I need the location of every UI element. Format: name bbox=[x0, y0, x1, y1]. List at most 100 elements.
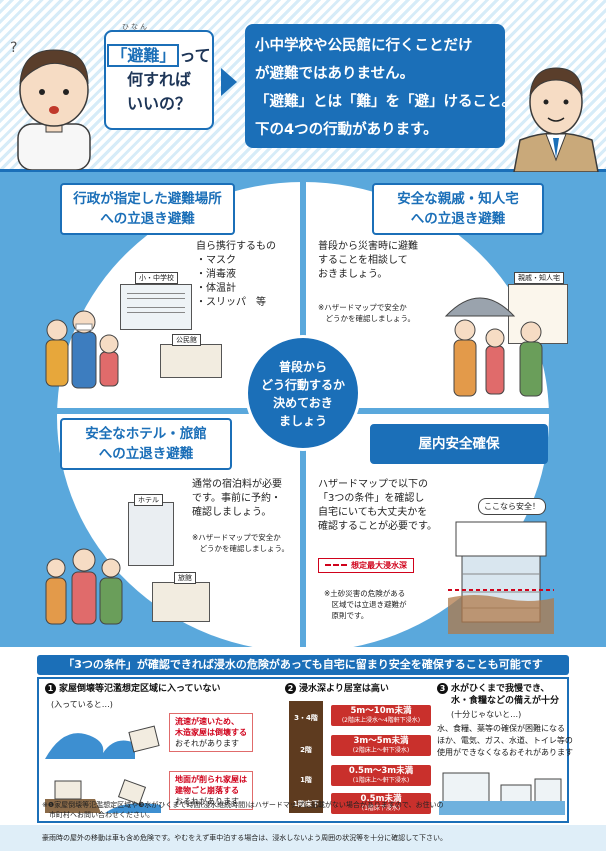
q2-text-line: 普段から災害時に避難 bbox=[318, 241, 418, 252]
max-flood-depth-legend: 想定最大浸水深 bbox=[318, 558, 414, 573]
q3-title-line: 安全なホテル・旅館 bbox=[85, 426, 207, 442]
q4-text-line: ハザードマップで以下の bbox=[318, 479, 428, 490]
q4-title-text: 屋内安全確保 bbox=[418, 436, 500, 452]
center-line: ましょう bbox=[278, 414, 327, 428]
depth-main: 0.5m未満 bbox=[360, 794, 402, 804]
q2-text: 普段から災害時に避難 することを相談して おきましょう。 bbox=[318, 240, 418, 282]
footer-bar: 豪雨時の屋外の移動は車も含め危険です。やむをえず車中泊する場合は、浸水しないよう… bbox=[0, 825, 606, 851]
center-line: 決めておき bbox=[273, 396, 333, 410]
q2-note: ※ハザードマップで安全か どうかを確認しましょう。 bbox=[318, 302, 415, 324]
q1-items: 自ら携行するもの ・マスク ・消毒液 ・体温計 ・スリッパ 等 bbox=[196, 240, 276, 310]
depth-sub: (1階床上〜軒下浸水) bbox=[352, 777, 410, 784]
wave-house-illustration bbox=[45, 725, 160, 759]
warning-line: おそれがあります bbox=[175, 797, 239, 806]
warning-line: 地面が削られ家屋は bbox=[175, 775, 247, 784]
q3-text-line: 確認しましょう。 bbox=[192, 507, 272, 518]
child-character-illustration: ? bbox=[10, 40, 91, 170]
floor-label: 1階床下 bbox=[293, 800, 319, 808]
condition1-sub: (入っていると…) bbox=[51, 700, 113, 709]
answer-box: 小中学校や公民館に行くことだけ が避難ではありません。 「避難」とは「難」を「避… bbox=[245, 24, 516, 148]
condition3-line: ほか、電気、ガス、水道、トイレ等の bbox=[437, 736, 573, 745]
q1-title-line: への立退き避難 bbox=[100, 211, 195, 227]
question-line2: 何すれば bbox=[126, 70, 191, 89]
q1-item: ・マスク bbox=[196, 255, 236, 266]
flooded-town-illustration bbox=[439, 772, 565, 815]
q4-note-line: 区域では立退き避難が bbox=[324, 600, 407, 609]
answer-line: 下の4つの行動があります。 bbox=[255, 122, 438, 138]
depth-main: 3m〜5m未満 bbox=[353, 736, 409, 746]
q2-title-line: への立退き避難 bbox=[410, 211, 506, 227]
q2-note-line: ※ハザードマップで安全か bbox=[318, 303, 407, 312]
q1-title: 行政が指定した避難場所 への立退き避難 bbox=[60, 183, 235, 235]
floor-label: 2階 bbox=[300, 746, 312, 754]
depth-sub: (2階床上浸水〜4階軒下浸水) bbox=[341, 717, 421, 724]
number-3-icon: 3 bbox=[437, 683, 448, 694]
q3-note-line: どうかを確認しましょう。 bbox=[192, 544, 290, 553]
q3-title: 安全なホテル・旅館 への立退き避難 bbox=[60, 418, 232, 470]
three-conditions-section: 「3つの条件」が確認できれば浸水の危険があっても自宅に留まり安全を確保することも… bbox=[0, 647, 606, 851]
legend-line-icon bbox=[325, 563, 347, 568]
condition3-line: 使用ができなくなるおそれがあります bbox=[437, 748, 573, 757]
q4-text-line: 「3つの条件」を確認し bbox=[318, 493, 425, 504]
label-hall: 公民館 bbox=[172, 334, 201, 346]
q2-title: 安全な親戚・知人宅 への立退き避難 bbox=[372, 183, 544, 235]
depth-main: 0.5m〜3m未満 bbox=[348, 766, 414, 776]
hotel-building-illustration bbox=[128, 502, 174, 566]
q1-item: ・スリッパ 等 bbox=[196, 297, 266, 308]
condition3-sub: (十分じゃないと…) bbox=[451, 710, 522, 719]
condition1-head-text: 家屋倒壊等氾濫想定区域に入っていない bbox=[59, 684, 221, 694]
depth-sub: (1階床下浸水) bbox=[361, 805, 401, 812]
depth-band: 5m〜10m未満 (2階床上浸水〜4階軒下浸水) bbox=[331, 705, 431, 726]
condition3-head-text: 水がひくまで我慢でき、 bbox=[451, 684, 550, 694]
q4-text-line: 確認することが必要です。 bbox=[318, 521, 437, 532]
q3-title-line: への立退き避難 bbox=[98, 446, 194, 462]
answer-line: 小中学校や公民館に行くことだけ bbox=[255, 38, 473, 54]
condition2-head-text: 浸水深より居室は高い bbox=[299, 684, 389, 694]
question-bubble: 「避難」って 何すれば いいの？ bbox=[104, 30, 214, 130]
q1-item: ・体温計 bbox=[196, 283, 236, 294]
footnote-line: 市町村へお問い合わせください。 bbox=[42, 811, 154, 819]
umbrella-family-illustration bbox=[444, 297, 543, 397]
travelers-illustration bbox=[45, 548, 123, 625]
q2-text-line: することを相談して bbox=[318, 255, 408, 266]
label-hotel: ホテル bbox=[134, 494, 163, 506]
q3-text-line: です。事前に予約・ bbox=[192, 493, 281, 504]
q4-note-line: ※土砂災害の危険がある bbox=[324, 589, 406, 598]
legend-label: 想定最大浸水深 bbox=[351, 561, 407, 570]
q2-note-line: どうかを確認しましょう。 bbox=[318, 314, 416, 323]
depth-main: 5m〜10m未満 bbox=[350, 706, 412, 716]
school-building-illustration bbox=[120, 284, 192, 330]
label-relative-house: 親戚・知人宅 bbox=[514, 272, 564, 284]
q4-title: 屋内安全確保 bbox=[370, 424, 548, 464]
answer-line: が避難ではありません。 bbox=[255, 66, 415, 82]
q3-note-line: ※ハザードマップで安全か bbox=[192, 533, 281, 542]
four-actions-panel: 行政が指定した避難場所 への立退き避難 自ら携行するもの ・マスク ・消毒液 ・… bbox=[0, 172, 606, 652]
arrow-right-icon bbox=[221, 68, 237, 96]
q4-note: ※土砂災害の危険がある 区域では立退き避難が 原則です。 bbox=[324, 588, 407, 621]
q1-title-line: 行政が指定した避難場所 bbox=[73, 191, 222, 207]
q2-title-line: 安全な親戚・知人宅 bbox=[397, 191, 519, 207]
warning-line: 木造家屋は倒壊する bbox=[175, 728, 247, 737]
center-message: 普段から どう行動するか 決めておき ましょう bbox=[245, 335, 361, 451]
center-line: どう行動するか bbox=[260, 378, 345, 392]
depth-sub: (2階床上〜軒下浸水) bbox=[352, 747, 410, 754]
svg-text:?: ? bbox=[10, 40, 17, 56]
ryokan-building-illustration bbox=[152, 582, 210, 622]
flooded-building-illustration bbox=[448, 521, 554, 634]
adult-character-illustration bbox=[513, 67, 599, 172]
condition1-warning1: 流速が速いため、 木造家屋は倒壊する おそれがあります bbox=[169, 713, 253, 752]
conditions-banner: 「3つの条件」が確認できれば浸水の危険があっても自宅に留まり安全を確保することも… bbox=[37, 655, 569, 675]
label-school: 小・中学校 bbox=[135, 272, 178, 284]
floor-label: 3・4階 bbox=[294, 714, 318, 722]
question-rest: って bbox=[179, 46, 211, 65]
family-evacuating-illustration bbox=[45, 310, 119, 389]
floor-column bbox=[289, 701, 323, 813]
label-ryokan: 旅館 bbox=[174, 572, 196, 584]
number-1-icon: 1 bbox=[45, 683, 56, 694]
q1-items-title: 自ら携行するもの bbox=[196, 241, 276, 252]
q3-note: ※ハザードマップで安全か どうかを確認しましょう。 bbox=[192, 532, 289, 554]
condition3-heading2: 水・食糧などの備えが十分 bbox=[451, 696, 560, 706]
